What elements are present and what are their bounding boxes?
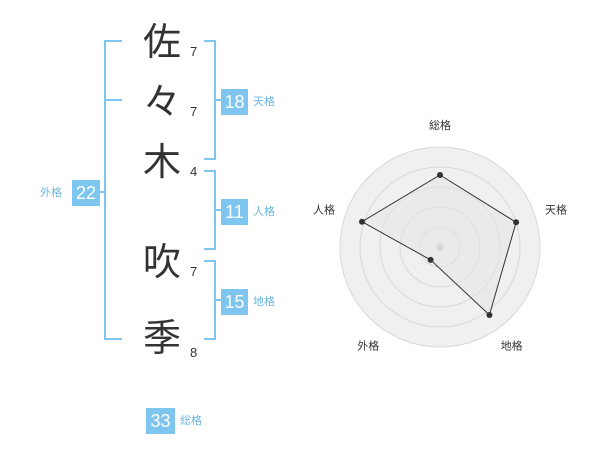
gaikaku-label: 外格 (40, 186, 62, 199)
name-char-3: 木 (142, 140, 181, 184)
soukaku-value-badge: 33 (146, 408, 175, 434)
radar-value-polygon (361, 174, 517, 316)
tenkaku-label: 天格 (253, 95, 275, 108)
stroke-count-4: 7 (190, 264, 198, 279)
gaikaku-bracket (104, 40, 122, 340)
radar-axis-label-5: 人格 (313, 202, 335, 216)
jinkaku-bracket-connector (214, 209, 222, 211)
radar-point-2 (513, 219, 520, 226)
radar-axis-label-3: 地格 (501, 339, 523, 353)
name-char-1: 佐 (142, 20, 181, 64)
radar-point-3 (486, 312, 493, 318)
stroke-count-2: 7 (190, 104, 198, 119)
radar-point-5 (359, 218, 365, 225)
stroke-count-5: 8 (190, 345, 198, 360)
radar-point-1 (437, 172, 443, 178)
gaikaku-bracket-tick (104, 99, 122, 101)
jinkaku-value-badge: 11 (221, 199, 248, 225)
tenkaku-value-badge: 18 (221, 89, 248, 115)
radar-axis-label-1: 総格 (429, 118, 451, 132)
chikaku-value-badge: 15 (221, 289, 248, 315)
radar-point-4 (427, 256, 434, 263)
name-char-4: 吹 (142, 240, 181, 284)
stroke-count-1: 7 (190, 44, 198, 59)
soukaku-label: 総格 (180, 414, 202, 427)
chikaku-bracket-connector (214, 299, 222, 301)
stroke-count-3: 4 (190, 164, 198, 179)
name-char-5: 季 (142, 316, 181, 360)
tenkaku-bracket-connector (214, 99, 222, 101)
radar-ring (359, 166, 521, 328)
chikaku-label: 地格 (253, 295, 275, 308)
gaikaku-bracket-connector (98, 191, 106, 193)
radar-axis-label-4: 外格 (357, 339, 379, 353)
name-char-2: 々 (142, 80, 181, 124)
radar-axis-label-2: 天格 (545, 202, 567, 216)
jinkaku-label: 人格 (253, 205, 275, 218)
gaikaku-value-badge: 22 (72, 180, 100, 206)
